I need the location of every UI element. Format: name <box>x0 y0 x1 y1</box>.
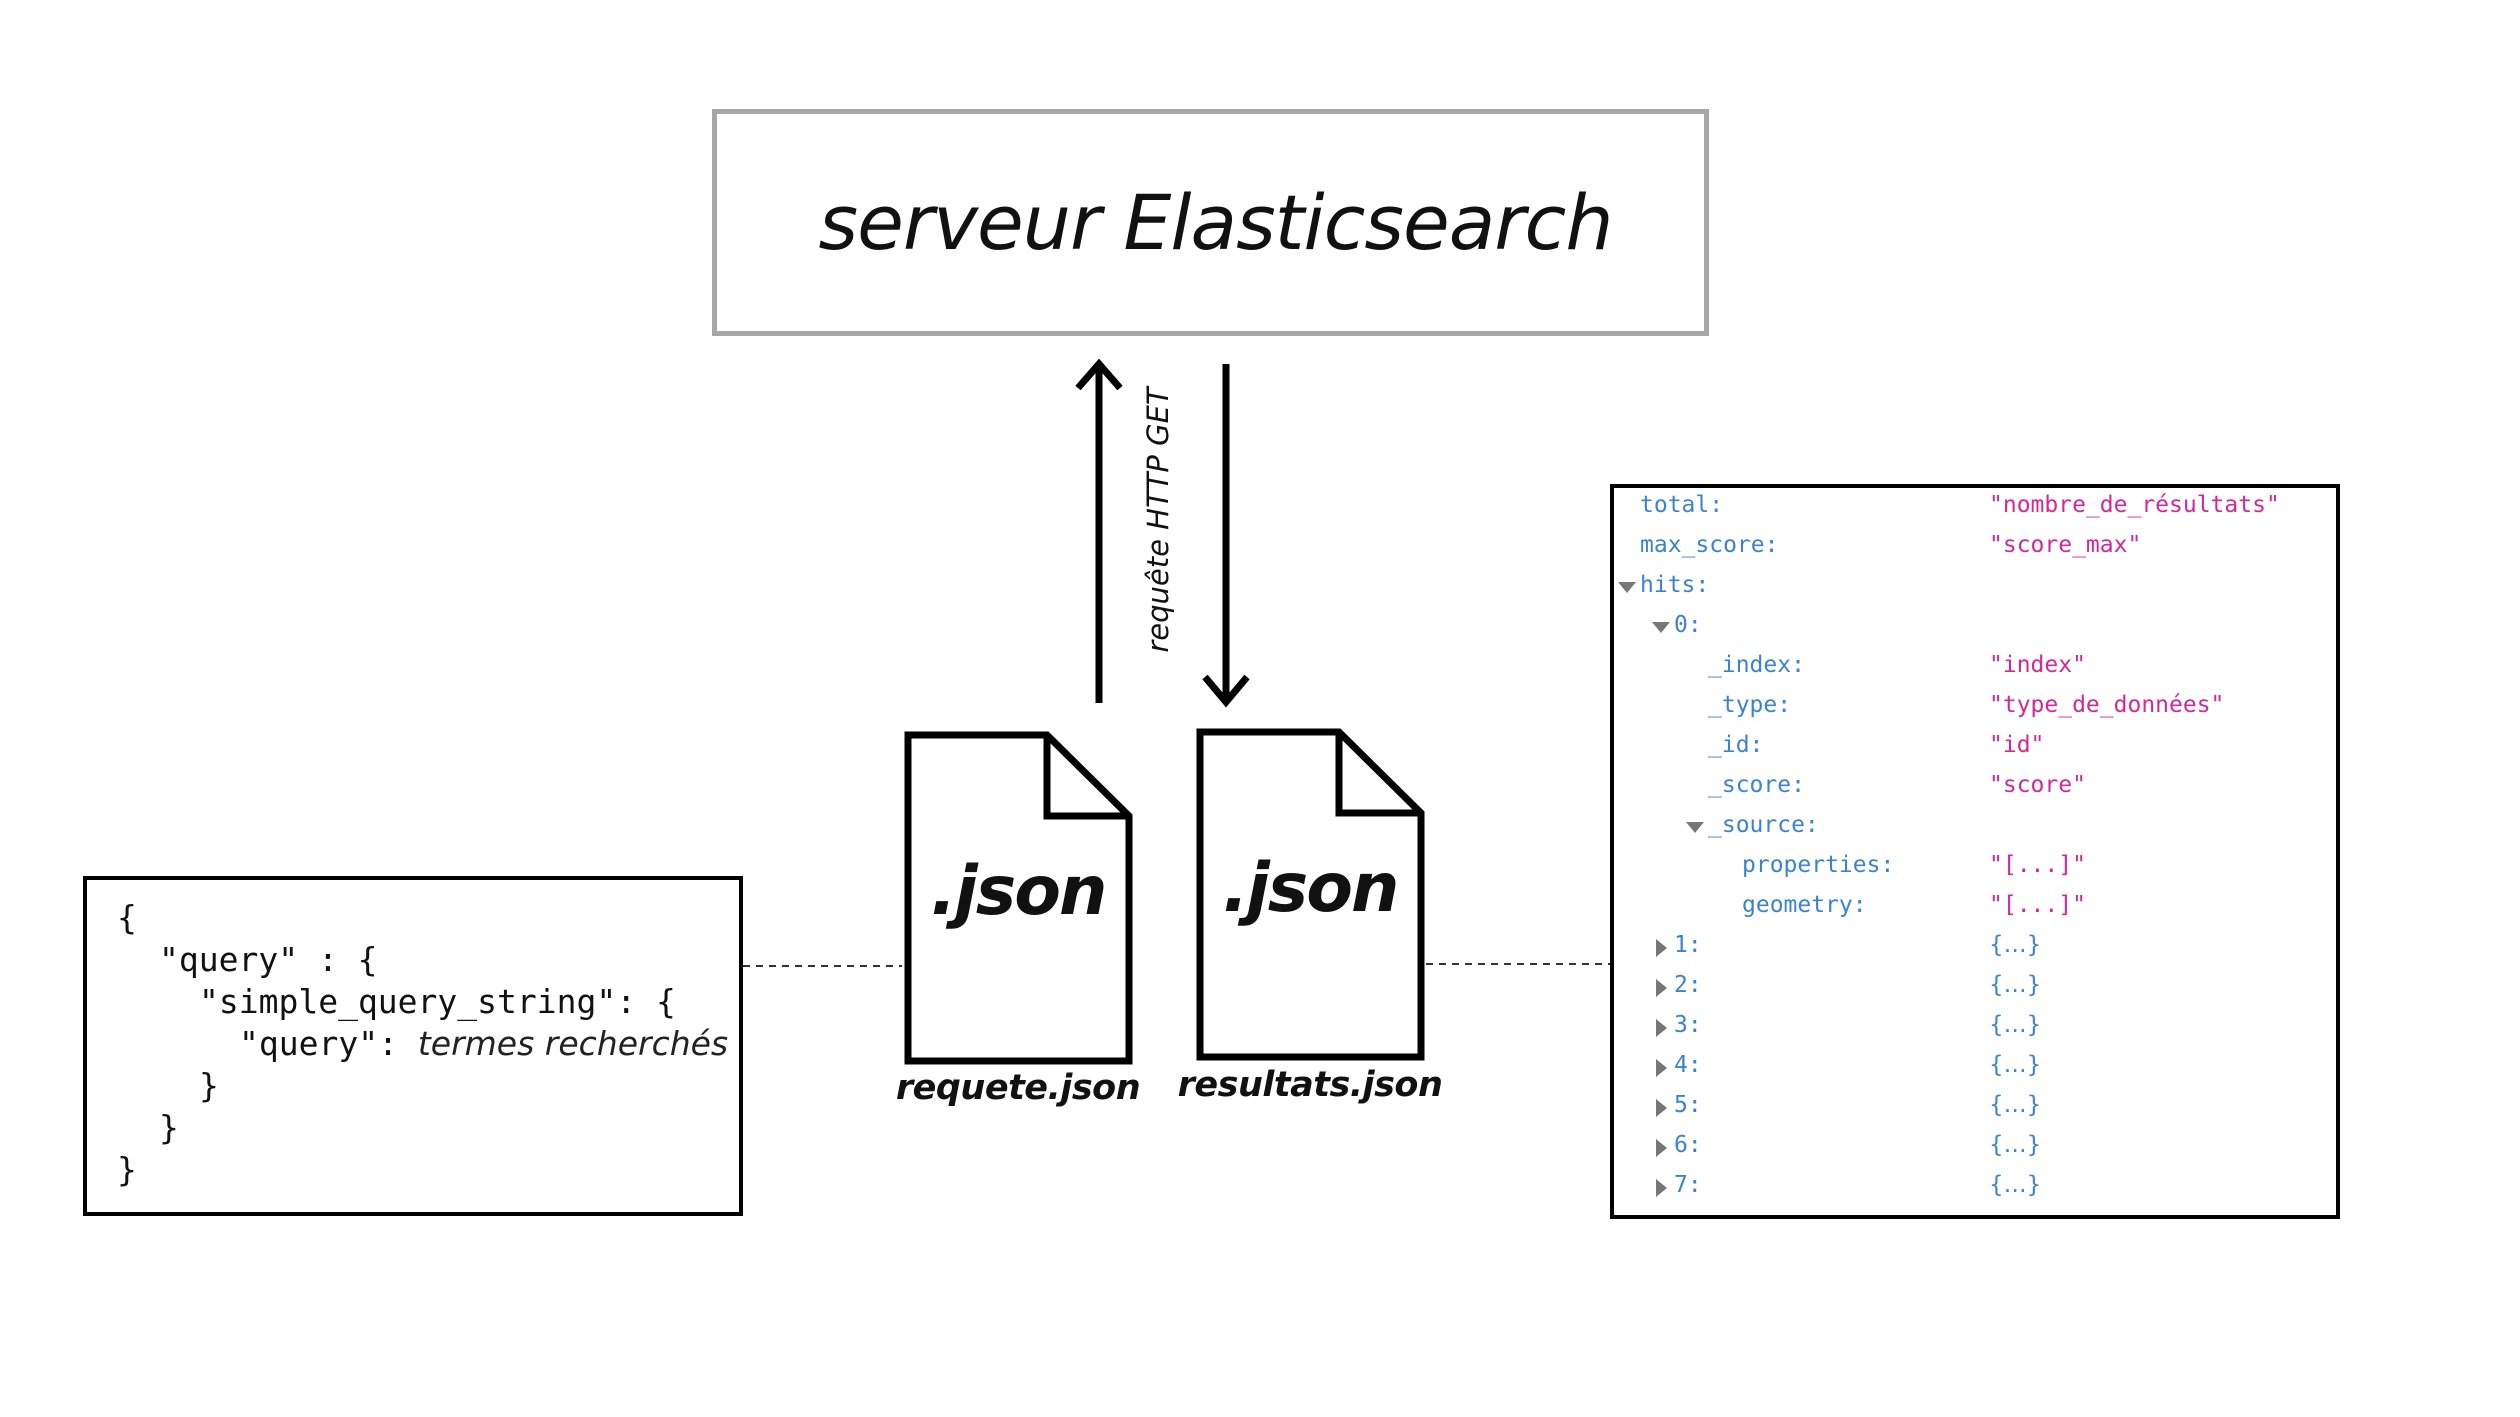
json-key: 4: <box>1674 1052 1702 1078</box>
json-key: 7: <box>1674 1172 1702 1198</box>
json-row-properties: properties: "[...]" <box>1614 852 2336 892</box>
json-row-type: _type: "type_de_données" <box>1614 692 2336 732</box>
expand-triangle-icon[interactable] <box>1686 822 1704 833</box>
collapse-triangle-icon[interactable] <box>1656 939 1667 957</box>
json-value: "index" <box>1989 652 2086 678</box>
json-value: {…} <box>1989 1172 2042 1198</box>
collapse-triangle-icon[interactable] <box>1656 1139 1667 1157</box>
json-key: max_score: <box>1640 532 1779 558</box>
code-line: "simple_query_string": { <box>199 982 676 1021</box>
json-row-hit-5[interactable]: 5: {…} <box>1614 1092 2336 1132</box>
json-value: "type_de_données" <box>1989 692 2225 718</box>
json-key: 2: <box>1674 972 1702 998</box>
collapse-triangle-icon[interactable] <box>1656 979 1667 997</box>
json-row-hits[interactable]: hits: <box>1614 572 2336 612</box>
query-key: "query": <box>239 1024 398 1063</box>
json-row-index: _index: "index" <box>1614 652 2336 692</box>
results-file-name: resultats.json <box>1177 1065 1443 1105</box>
results-file-extension: .json <box>1222 849 1400 928</box>
json-row-hit-7[interactable]: 7: {…} <box>1614 1172 2336 1212</box>
json-value: "score_max" <box>1989 532 2142 558</box>
request-file-icon <box>904 731 1133 1065</box>
json-row-id: _id: "id" <box>1614 732 2336 772</box>
server-box: serveur Elasticsearch <box>712 109 1709 336</box>
json-key: _type: <box>1708 692 1792 718</box>
results-file-icon <box>1196 728 1425 1061</box>
json-value: "score" <box>1989 772 2086 798</box>
json-row-hit-1[interactable]: 1: {…} <box>1614 932 2336 972</box>
collapse-triangle-icon[interactable] <box>1656 1019 1667 1037</box>
collapse-triangle-icon[interactable] <box>1656 1099 1667 1117</box>
json-value: "[...]" <box>1989 852 2086 878</box>
json-row-hit-0[interactable]: 0: <box>1614 612 2336 652</box>
code-line: } <box>199 1066 219 1105</box>
json-row-score: _score: "score" <box>1614 772 2336 812</box>
json-value: {…} <box>1989 1092 2042 1118</box>
results-json-viewer: total: "nombre_de_résultats" max_score: … <box>1610 484 2340 1219</box>
json-row-total: total: "nombre_de_résultats" <box>1614 492 2336 532</box>
json-row-hit-3[interactable]: 3: {…} <box>1614 1012 2336 1052</box>
request-file-name: requete.json <box>895 1068 1141 1108</box>
json-key: geometry: <box>1742 892 1867 918</box>
json-key: properties: <box>1742 852 1895 878</box>
code-line: { <box>117 898 137 937</box>
json-key: _score: <box>1708 772 1805 798</box>
request-file-extension: .json <box>930 852 1108 931</box>
code-line-query: "query": termes recherchés <box>239 1024 728 1063</box>
json-key: 1: <box>1674 932 1702 958</box>
expand-triangle-icon[interactable] <box>1618 582 1636 593</box>
json-value: "[...]" <box>1989 892 2086 918</box>
request-arrow <box>1075 358 1123 703</box>
expand-triangle-icon[interactable] <box>1652 622 1670 633</box>
query-code-box: { "query" : { "simple_query_string": { "… <box>83 876 743 1216</box>
json-row-source[interactable]: _source: <box>1614 812 2336 852</box>
json-value: "id" <box>1989 732 2045 758</box>
json-key: 3: <box>1674 1012 1702 1038</box>
json-value: {…} <box>1989 972 2042 998</box>
json-value: "nombre_de_résultats" <box>1989 492 2280 518</box>
json-key: 0: <box>1674 612 1702 638</box>
json-row-hit-4[interactable]: 4: {…} <box>1614 1052 2336 1092</box>
json-row-max-score: max_score: "score_max" <box>1614 532 2336 572</box>
collapse-triangle-icon[interactable] <box>1656 1179 1667 1197</box>
json-row-hit-6[interactable]: 6: {…} <box>1614 1132 2336 1172</box>
query-placeholder-value: termes recherchés <box>417 1024 729 1063</box>
json-key: hits: <box>1640 572 1710 598</box>
json-value: {…} <box>1989 1132 2042 1158</box>
code-line: } <box>117 1150 137 1189</box>
json-key: _id: <box>1708 732 1764 758</box>
http-request-label: requête HTTP GET <box>1141 387 1175 653</box>
json-value: {…} <box>1989 1012 2042 1038</box>
json-key: 6: <box>1674 1132 1702 1158</box>
json-row-hit-2[interactable]: 2: {…} <box>1614 972 2336 1012</box>
json-key: _source: <box>1708 812 1819 838</box>
json-key: _index: <box>1708 652 1805 678</box>
server-title: serveur Elasticsearch <box>818 178 1613 267</box>
json-row-geometry: geometry: "[...]" <box>1614 892 2336 932</box>
json-key: total: <box>1640 492 1724 518</box>
collapse-triangle-icon[interactable] <box>1656 1059 1667 1077</box>
json-key: 5: <box>1674 1092 1702 1118</box>
response-arrow <box>1202 364 1250 708</box>
code-line: } <box>159 1108 179 1147</box>
json-value: {…} <box>1989 1052 2042 1078</box>
code-line: "query" : { <box>159 940 378 979</box>
json-value: {…} <box>1989 932 2042 958</box>
